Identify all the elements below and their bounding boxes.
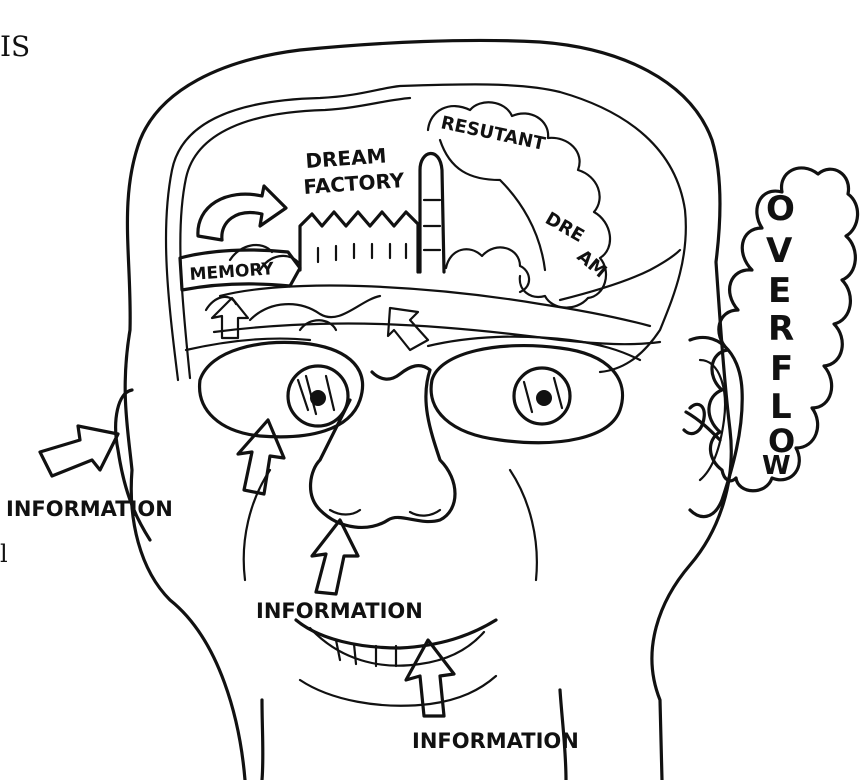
ear-information-arrow — [40, 426, 118, 476]
overflow-letter: L — [770, 387, 792, 427]
mouth — [296, 620, 496, 648]
overflow-letter: O — [766, 189, 795, 229]
dream-factory-label-line1: DREAM — [305, 143, 388, 173]
brain-compartment-outline — [166, 84, 686, 380]
information-label-ear: INFORMATION — [6, 497, 173, 521]
memory-label: MEMORY — [189, 259, 275, 285]
nose-information-arrow — [312, 520, 358, 594]
overflow-letter: R — [768, 309, 794, 349]
resultant-dream-label-2: DRE — [542, 208, 588, 247]
factory-chimney — [420, 153, 444, 272]
memory-to-factory-arrow — [198, 186, 286, 240]
overflow-letter: W — [762, 451, 791, 481]
nose — [311, 366, 455, 528]
information-label-nose: INFORMATION — [256, 599, 423, 623]
right-pupil — [536, 390, 552, 406]
overflow-letter: F — [770, 349, 793, 389]
information-label-mouth: INFORMATION — [412, 729, 579, 753]
overflow-letter: E — [768, 271, 791, 311]
overflow-label: O V E R F L O W — [762, 189, 795, 481]
eye-information-arrow — [238, 420, 284, 494]
overflow-letter: V — [766, 231, 793, 271]
dream-input-arrow — [388, 308, 428, 350]
resultant-dream-label-1: RESUTANT — [439, 112, 548, 155]
dream-factory-label-line2: FACTORY — [303, 168, 406, 199]
